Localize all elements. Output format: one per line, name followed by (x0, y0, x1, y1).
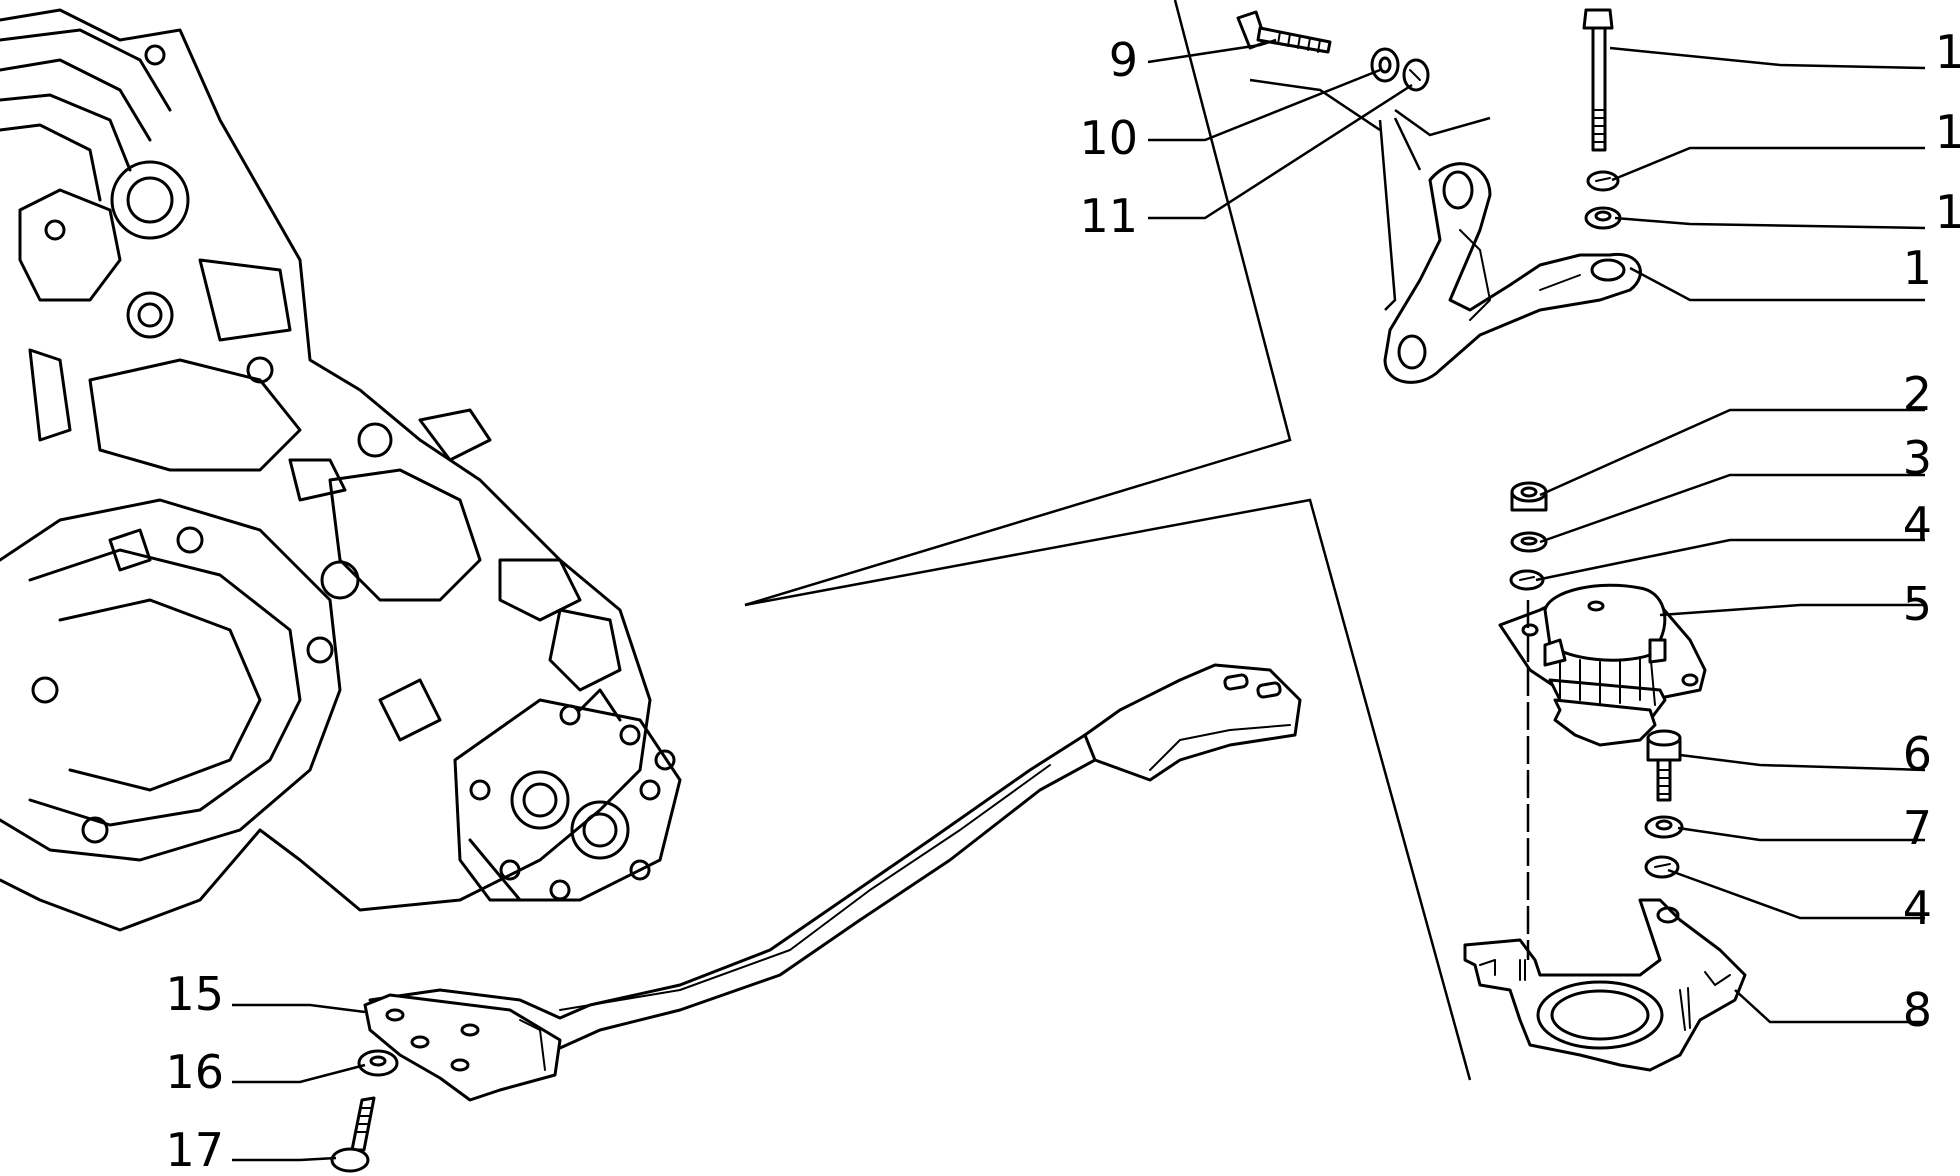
crossmember-beam (363, 663, 1302, 1102)
callout-12: 12 (1935, 25, 1960, 79)
bolt-6 (1646, 729, 1682, 802)
gearbox-housing (0, 8, 682, 932)
callout-region-lines (744, 0, 1491, 1081)
callout-labels: 9 10 11 12 13 14 1 2 3 4 5 6 7 4 8 15 16… (165, 25, 1960, 1176)
rubber-mount-5 (1498, 583, 1707, 747)
callout-16: 16 (165, 1045, 224, 1099)
callout-9: 9 (1109, 33, 1138, 87)
bolt-17 (330, 1096, 376, 1173)
upper-bracket-1 (1383, 162, 1642, 384)
washer-7 (1644, 815, 1684, 839)
callout-4-bottom: 4 (1903, 881, 1932, 935)
callout-5: 5 (1903, 577, 1932, 631)
callout-17: 17 (165, 1123, 224, 1176)
spring-washer-13 (1586, 170, 1620, 192)
leader-lines (232, 38, 1926, 1162)
callout-4-top: 4 (1903, 497, 1932, 551)
callout-11: 11 (1079, 189, 1138, 243)
spring-washer-4-bottom (1644, 855, 1680, 879)
spring-washer-4-top (1509, 569, 1545, 591)
callout-3: 3 (1903, 431, 1932, 485)
washer-14 (1584, 206, 1622, 230)
callout-1: 1 (1903, 241, 1932, 295)
nut-2 (1510, 481, 1548, 512)
bolt-12 (1582, 8, 1614, 152)
callout-15: 15 (165, 967, 224, 1021)
callout-2: 2 (1903, 367, 1932, 421)
callout-7: 7 (1903, 801, 1932, 855)
washer-16 (357, 1049, 399, 1077)
callout-14: 14 (1935, 185, 1960, 239)
callout-10: 10 (1079, 111, 1138, 165)
mount-bracket-8 (1463, 898, 1747, 1072)
washer-3 (1510, 531, 1548, 553)
callout-13: 13 (1935, 105, 1960, 159)
callout-8: 8 (1903, 983, 1932, 1037)
washer-10 (1370, 47, 1400, 83)
callout-6: 6 (1903, 727, 1932, 781)
spring-washer-11 (1402, 58, 1430, 92)
